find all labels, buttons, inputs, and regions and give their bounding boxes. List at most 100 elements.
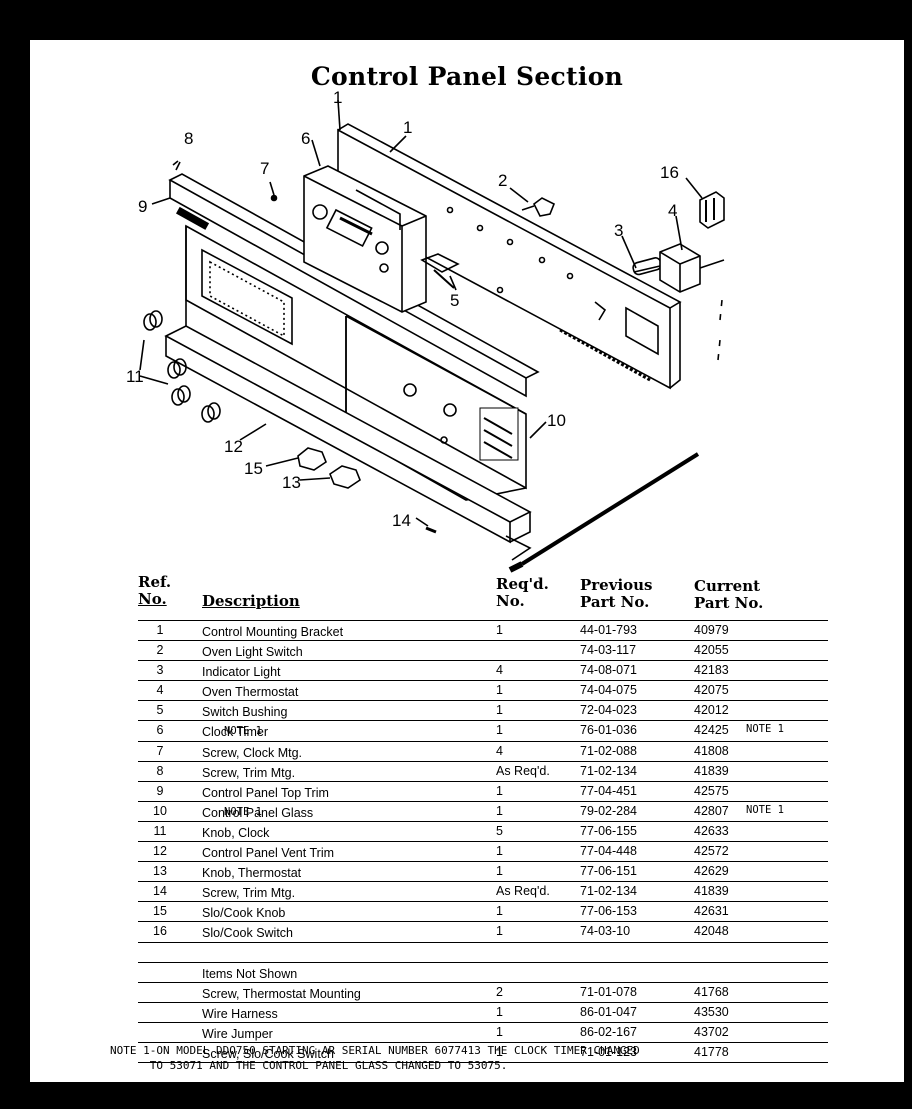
current-part-number: 41839	[694, 763, 729, 778]
callout-13: 13	[282, 473, 301, 492]
callout-11: 11	[126, 367, 144, 386]
previous-part-number: 71-02-134	[580, 763, 637, 778]
part-description: Slo/Cook Switch	[202, 924, 293, 940]
part-description: Knob, Thermostat	[202, 864, 301, 880]
part-ref: 16	[153, 924, 167, 939]
callout-1b: 1	[403, 118, 412, 137]
callout-6: 6	[301, 129, 310, 148]
part-description-text: Switch Bushing	[202, 705, 288, 720]
previous-part-number: 76-01-036	[580, 723, 637, 738]
part-description: Control Panel Vent Trim	[202, 844, 334, 860]
current-part-number: 43530	[694, 1004, 729, 1019]
part-ref: 3	[156, 663, 164, 678]
current-part-number: 42572	[694, 844, 729, 859]
current-part-number: 41778	[694, 1044, 729, 1059]
part-ref: 6	[156, 723, 164, 738]
current-part-number: 41768	[694, 984, 729, 999]
part-description-text: Items Not Shown	[202, 966, 298, 981]
header-reqd: Req'd.No.	[496, 576, 549, 610]
current-part-number: 42048	[694, 924, 729, 939]
part-description-text: Wire Jumper	[202, 1026, 273, 1041]
callout-14: 14	[392, 511, 411, 530]
part-description: Screw, Slo/Cook Switch	[202, 1045, 334, 1061]
table-row: Items Not Shown	[138, 963, 828, 983]
part-description: Screw, Trim Mtg.	[202, 884, 295, 900]
part-description-note: NOTE 1	[224, 805, 262, 818]
part-ref: 7	[156, 743, 164, 758]
part-quantity: 1	[496, 1044, 503, 1059]
part-description-text: Screw, Trim Mtg.	[202, 886, 296, 901]
part-ref: 12	[153, 844, 167, 859]
table-row	[138, 943, 828, 963]
part-description-text: Wire Harness	[202, 1006, 278, 1021]
callout-1a: 1	[333, 88, 342, 107]
current-part-number: 42012	[694, 703, 729, 718]
part-description: Knob, Clock	[202, 824, 269, 840]
part-quantity: 1	[496, 844, 503, 859]
callout-9: 9	[138, 197, 147, 216]
header-reqd-line1: Req'd.	[496, 575, 549, 593]
previous-part-number: 74-03-117	[580, 643, 637, 658]
part-quantity: 1	[496, 864, 503, 879]
part-ref: 13	[153, 864, 167, 879]
callout-15: 15	[244, 459, 263, 478]
part-description: Control Mounting Bracket	[202, 623, 343, 639]
part-description	[202, 945, 224, 959]
current-part-number: 42629	[694, 864, 729, 879]
table-row: 12 Control Panel Vent Trim 1 77-04-448 42572	[138, 842, 828, 863]
previous-part-number: 74-08-071	[580, 663, 637, 678]
part-quantity: 5	[496, 823, 503, 838]
part-description-text: Knob, Clock	[202, 825, 270, 840]
part-description: Switch Bushing	[202, 703, 287, 719]
current-part-number: 42055	[694, 643, 729, 658]
previous-part-number: 77-06-155	[580, 823, 637, 838]
current-part-number: 40979	[694, 623, 729, 637]
header-current-line1: Current	[694, 577, 761, 595]
part-quantity: 1	[496, 924, 503, 939]
part-description-text: Screw, Clock Mtg.	[202, 745, 303, 760]
footnote: NOTE 1-ON MODEL DDO750 STARTING AR SERIA…	[110, 1044, 640, 1072]
current-part-note: NOTE 1	[746, 803, 784, 816]
previous-part-number: 77-06-151	[580, 864, 637, 879]
callout-12: 12	[224, 437, 243, 456]
part-quantity: 4	[496, 663, 503, 678]
header-ref-line1: Ref.	[138, 573, 172, 591]
previous-part-number: 71-02-088	[580, 743, 637, 758]
header-description: Description	[202, 592, 300, 610]
part-ref: 10	[153, 803, 167, 818]
current-part-number: 41808	[694, 743, 729, 758]
callout-5: 5	[450, 291, 459, 310]
part-description: Oven Thermostat	[202, 683, 298, 699]
part-description: Screw, Clock Mtg.	[202, 744, 302, 760]
previous-part-number: 77-04-448	[580, 844, 637, 859]
part-description-text: Oven Thermostat	[202, 685, 299, 700]
previous-part-number: 86-02-167	[580, 1024, 637, 1039]
current-part-number: 43702	[694, 1024, 729, 1039]
part-description-text: Control Panel Top Trim	[202, 785, 329, 800]
callout-3: 3	[614, 221, 623, 240]
current-part-number: 41839	[694, 884, 729, 899]
part-description-text: Indicator Light	[202, 665, 281, 680]
part-description: Wire Harness	[202, 1005, 278, 1021]
part-description-note: NOTE 1	[224, 725, 262, 738]
current-part-number: 42631	[694, 904, 729, 919]
part-ref: 15	[153, 904, 167, 919]
header-ref-line2: No.	[138, 590, 167, 608]
previous-part-number: 74-03-10	[580, 924, 631, 939]
previous-part-number: 71-01-078	[580, 984, 637, 999]
part-description-text: Control Mounting Bracket	[202, 625, 344, 639]
